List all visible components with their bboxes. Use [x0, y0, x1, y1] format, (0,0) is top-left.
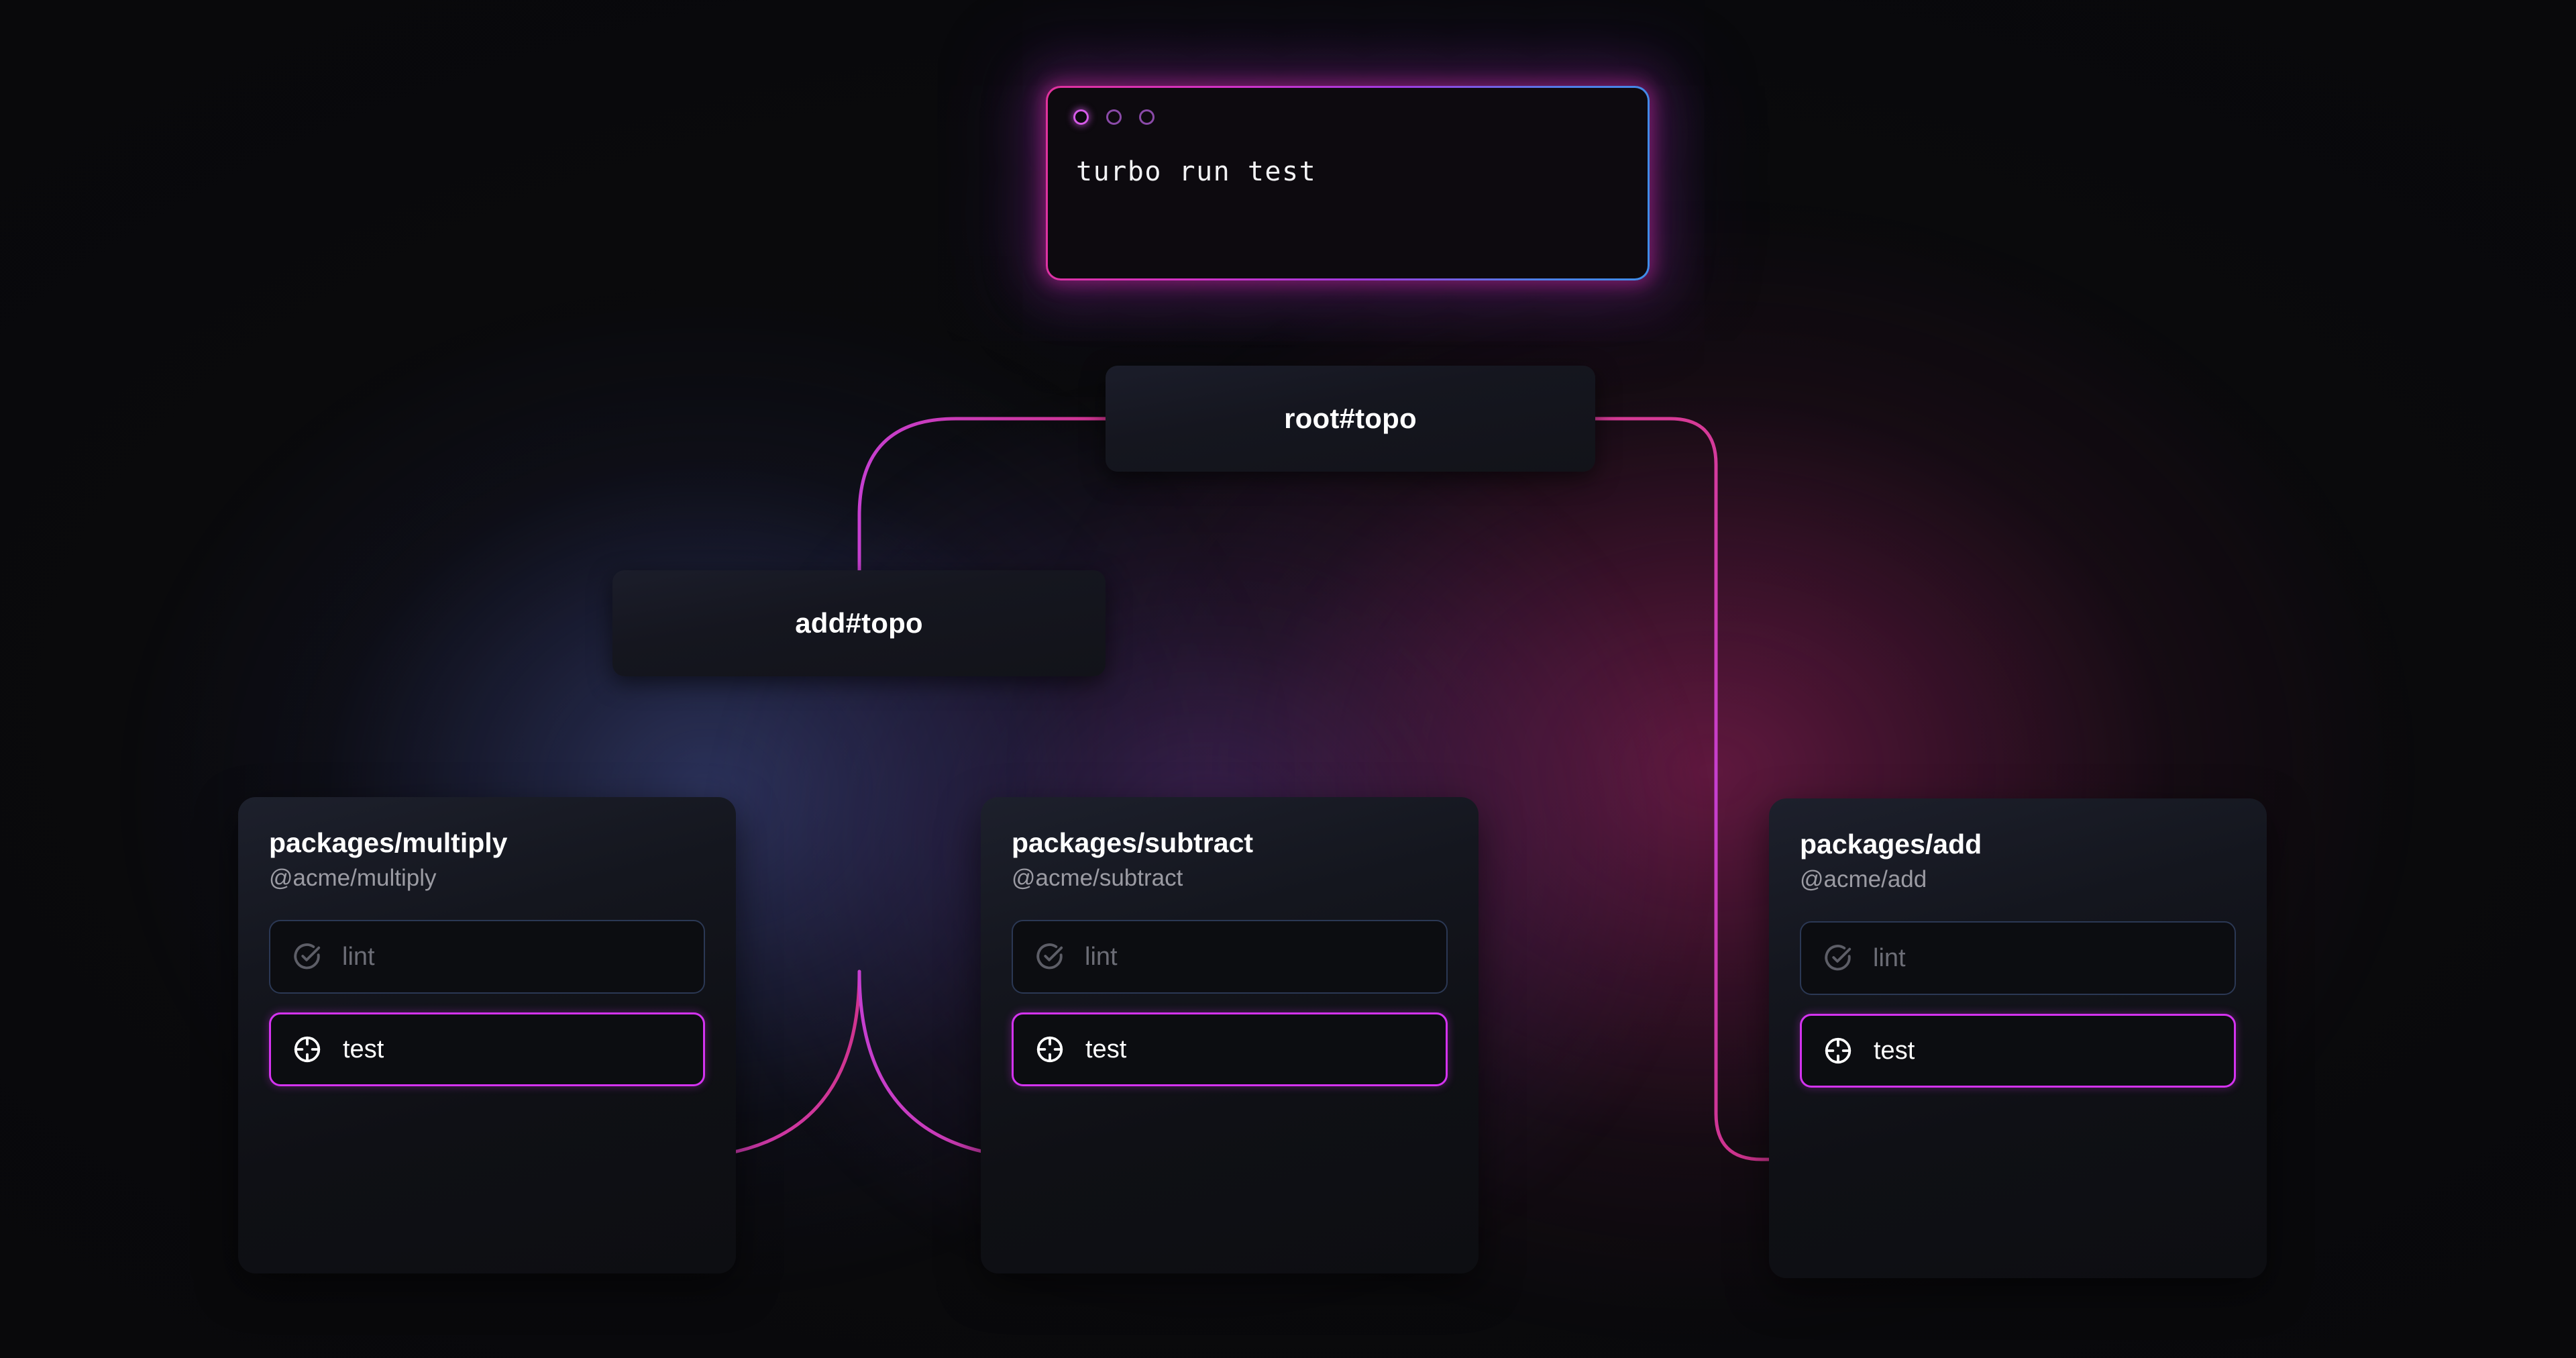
task-item-test[interactable]: test: [1012, 1012, 1448, 1087]
window-dot-minimize-icon[interactable]: [1106, 109, 1122, 125]
window-dot-close-icon[interactable]: [1073, 109, 1089, 125]
crosshair-icon: [294, 1036, 321, 1063]
graph-node-add-topo-label: add#topo: [795, 607, 923, 639]
task-label: test: [343, 1035, 384, 1063]
task-label: test: [1085, 1035, 1127, 1063]
task-label: lint: [1085, 942, 1118, 971]
task-list: lint test: [1012, 920, 1448, 1087]
package-path: packages/subtract: [1012, 827, 1254, 858]
task-label: lint: [342, 942, 375, 971]
terminal-command-text: turbo run test: [1076, 156, 1317, 187]
package-card-add[interactable]: packages/add @acme/add lint test: [1769, 798, 2267, 1278]
window-dot-maximize-icon[interactable]: [1139, 109, 1155, 125]
graph-node-root-topo-label: root#topo: [1284, 403, 1417, 434]
check-circle-icon: [1825, 945, 1851, 971]
task-item-test[interactable]: test: [1800, 1014, 2236, 1088]
task-item-lint[interactable]: lint: [1012, 920, 1448, 994]
package-path: packages/add: [1800, 829, 1982, 859]
package-name: @acme/add: [1800, 866, 1927, 892]
edge-root-to-add-topo: [857, 417, 1108, 572]
package-card-subtract[interactable]: packages/subtract @acme/subtract lint t: [981, 797, 1479, 1273]
check-circle-icon: [294, 943, 321, 970]
terminal-window-controls: [1073, 109, 1155, 125]
task-label: test: [1874, 1036, 1915, 1065]
task-item-test[interactable]: test: [269, 1012, 705, 1087]
task-list: lint test: [269, 920, 705, 1087]
task-item-lint[interactable]: lint: [1800, 921, 2236, 996]
crosshair-icon: [1825, 1037, 1851, 1064]
task-list: lint test: [1800, 921, 2236, 1088]
check-circle-icon: [1036, 943, 1063, 970]
terminal-body: turbo run test: [1048, 88, 1648, 278]
graph-node-add-topo[interactable]: add#topo: [612, 570, 1106, 676]
task-item-lint[interactable]: lint: [269, 920, 705, 994]
graph-node-root-topo[interactable]: root#topo: [1106, 366, 1595, 472]
package-name: @acme/multiply: [269, 864, 437, 891]
package-name: @acme/subtract: [1012, 864, 1183, 891]
task-label: lint: [1873, 943, 1906, 972]
crosshair-icon: [1036, 1036, 1063, 1063]
terminal-window: turbo run test: [1046, 86, 1650, 280]
package-path: packages/multiply: [269, 827, 508, 858]
package-card-multiply[interactable]: packages/multiply @acme/multiply lint t: [238, 797, 736, 1273]
